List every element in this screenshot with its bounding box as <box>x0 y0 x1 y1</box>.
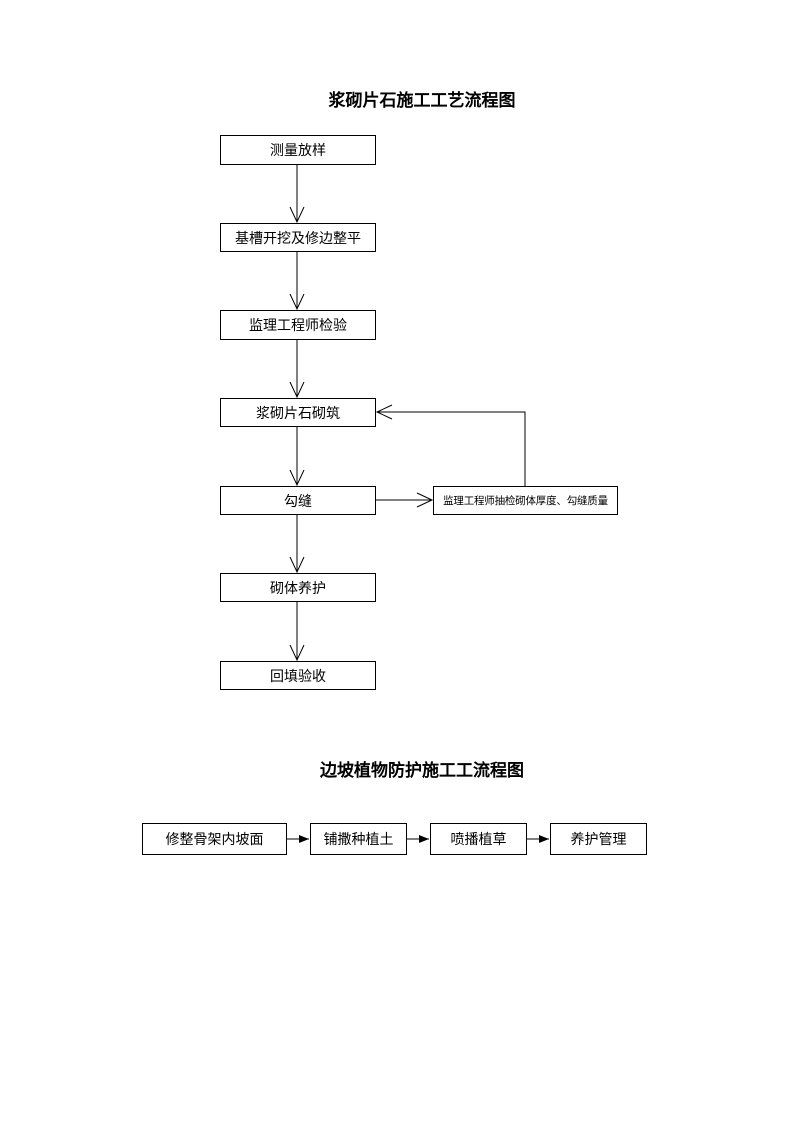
feedback-arrow <box>375 404 526 486</box>
step2-trim-slope: 修整骨架内坡面 <box>142 823 287 855</box>
step2-maintenance: 养护管理 <box>550 823 647 855</box>
arrow-5 <box>289 515 305 574</box>
arrow-1 <box>289 165 305 224</box>
arrow-to-check <box>376 492 434 508</box>
step-inspection: 监理工程师检验 <box>220 310 376 340</box>
arrow-3 <box>289 340 305 399</box>
arrow-6 <box>289 602 305 662</box>
step-trench: 基槽开挖及修边整平 <box>220 223 376 252</box>
step-pointing: 勾缝 <box>220 486 376 515</box>
flowchart1-title: 浆砌片石施工工艺流程图 <box>328 91 516 111</box>
step2-spread-soil: 铺撒种植土 <box>310 823 407 855</box>
arrow-2 <box>289 252 305 311</box>
step-survey: 测量放样 <box>220 135 376 165</box>
arrow-4 <box>289 427 305 487</box>
step-backfill: 回填验收 <box>220 661 376 690</box>
flowchart2-title: 边坡植物防护施工工流程图 <box>320 761 524 781</box>
side-check-box: 监理工程师抽检砌体厚度、勾缝质量 <box>433 486 618 515</box>
step-curing: 砌体养护 <box>220 573 376 602</box>
step2-spray-grass: 喷播植草 <box>430 823 527 855</box>
step-masonry: 浆砌片石砌筑 <box>220 398 376 427</box>
